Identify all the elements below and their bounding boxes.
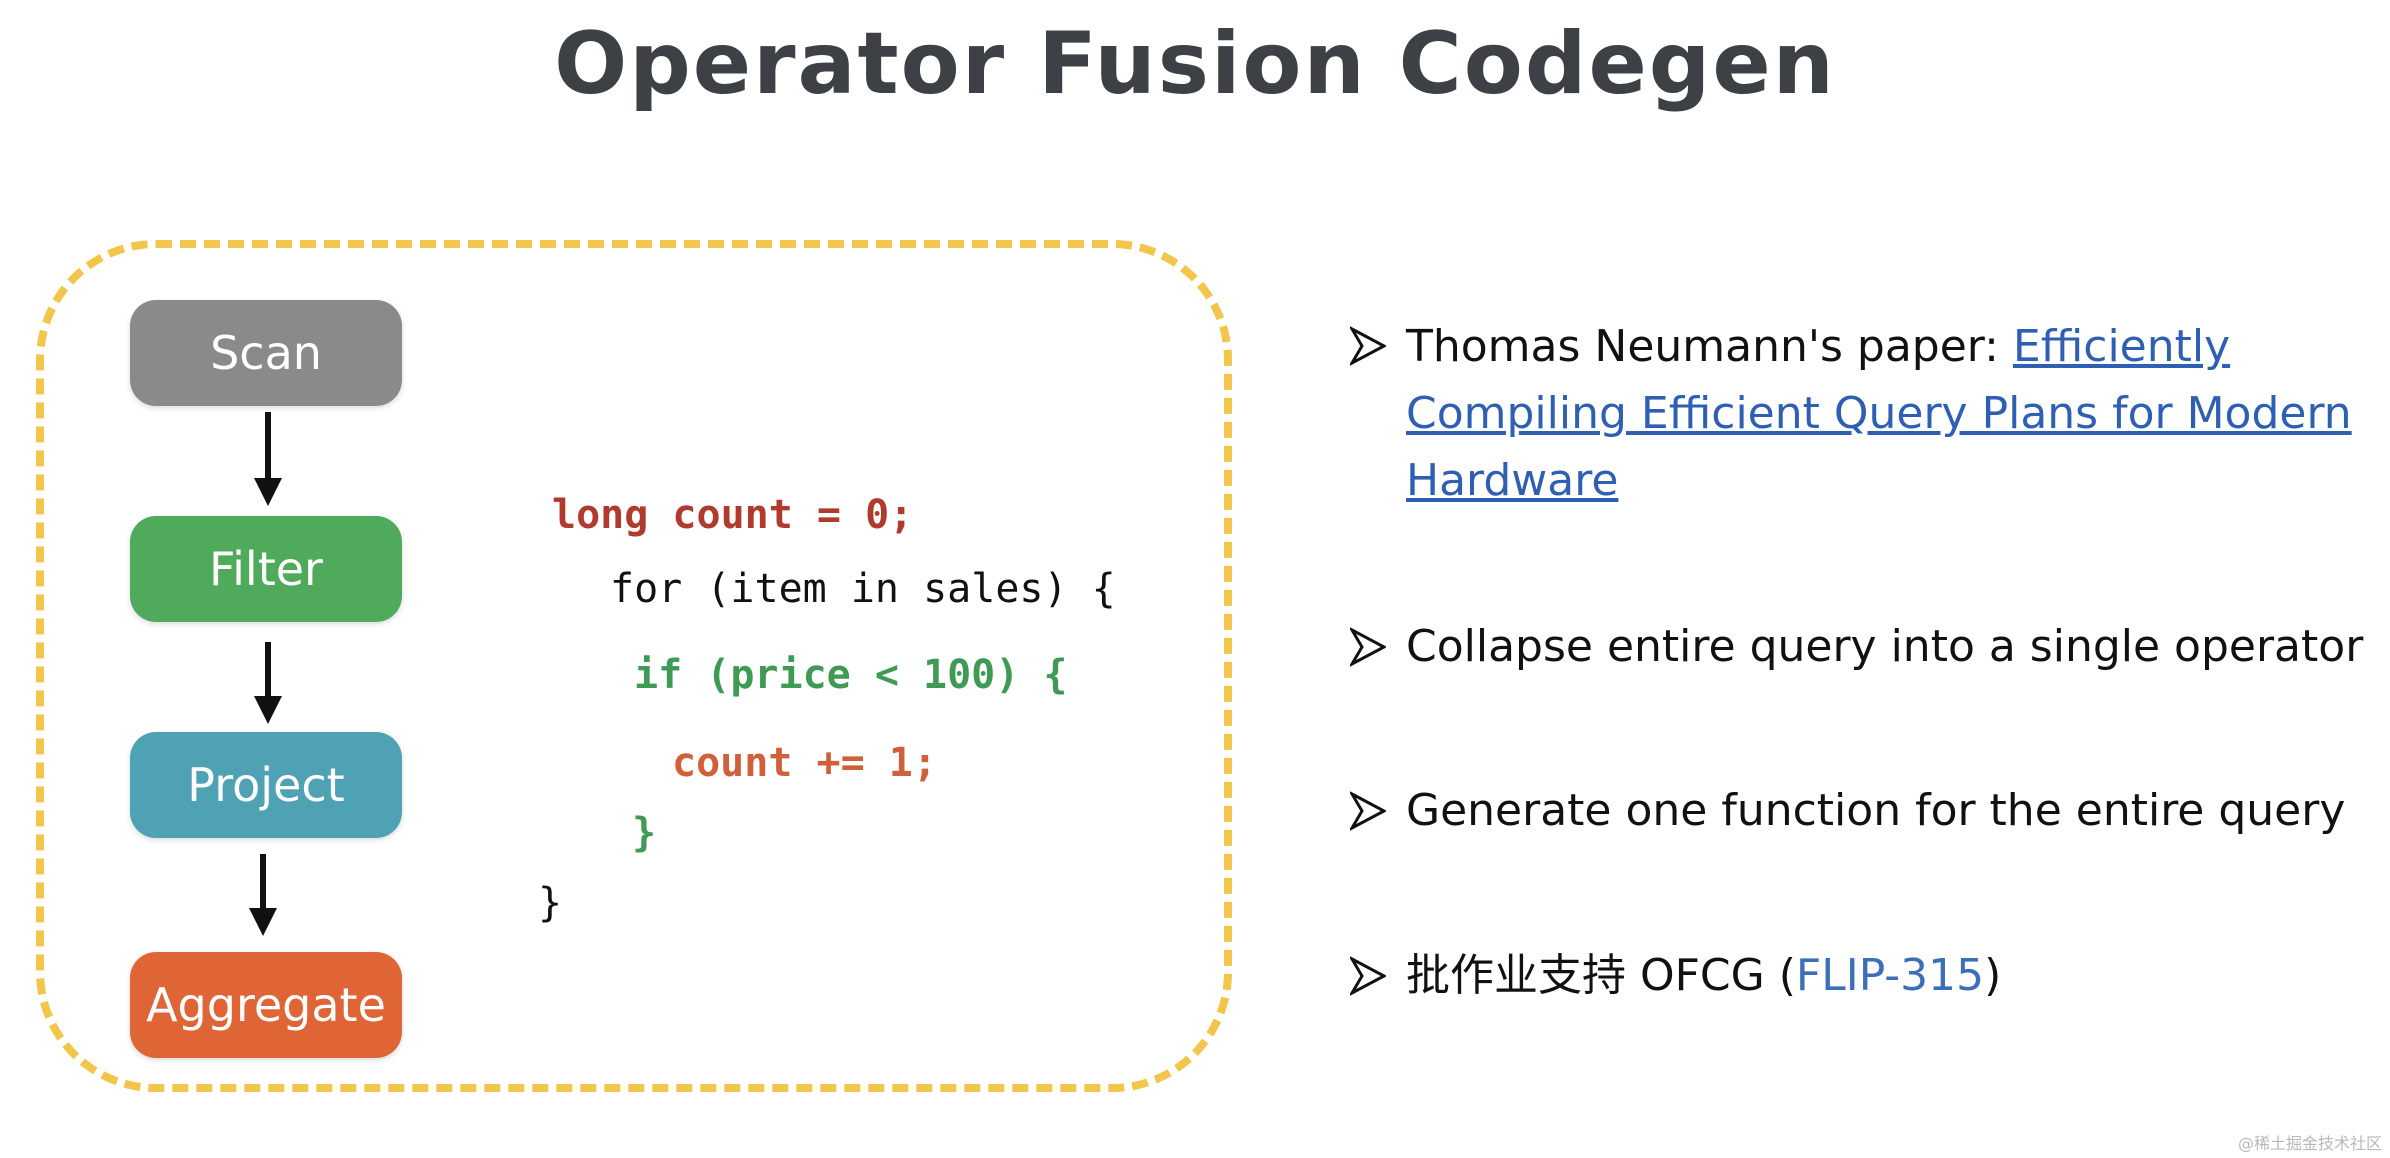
bullet-paper-prefix: Thomas Neumann's paper:: [1406, 321, 2013, 372]
paper-link-part-3[interactable]: Hardware: [1406, 455, 1619, 506]
arrow-down-icon: [254, 412, 282, 506]
watermark: @稀土掘金技术社区: [2237, 1134, 2382, 1153]
fusion-dashed-frame: [36, 240, 1232, 1092]
arrowhead-bullet-icon: [1350, 791, 1386, 831]
bullet-collapse: Collapse entire query into a single oper…: [1406, 621, 2364, 672]
project-operator-box: Project: [130, 732, 402, 838]
code-line-1: long count = 0;: [552, 492, 914, 538]
code-line-3: if (price < 100) {: [634, 652, 1068, 698]
arrow-down-icon: [254, 642, 282, 724]
filter-operator-box: Filter: [130, 516, 402, 622]
aggregate-operator-box: Aggregate: [130, 952, 402, 1058]
bullet-batch-ofcg: 批作业支持 OFCG (FLIP-315): [1406, 942, 2001, 1009]
bullet-batch-suffix: ): [1984, 950, 2002, 1001]
flip-315-link[interactable]: FLIP-315: [1795, 950, 1985, 1001]
scan-operator-box: Scan: [130, 300, 402, 406]
bullet-batch-prefix: 批作业支持 OFCG (: [1406, 950, 1796, 1001]
arrowhead-bullet-icon: [1350, 326, 1386, 366]
arrowhead-bullet-icon: [1350, 956, 1386, 996]
slide-title: Operator Fusion Codegen: [554, 14, 1836, 114]
code-line-6: }: [538, 880, 563, 926]
code-line-2: for (item in sales) {: [610, 566, 1116, 612]
paper-link-part-2[interactable]: Compiling Efficient Query Plans for Mode…: [1406, 388, 2352, 439]
arrow-down-icon: [249, 854, 277, 936]
code-line-5: }: [632, 810, 657, 856]
bullet-generate: Generate one function for the entire que…: [1406, 785, 2346, 836]
arrowhead-bullet-icon: [1350, 627, 1386, 667]
paper-link-part-1[interactable]: Efficiently: [2012, 321, 2231, 372]
code-line-4: count += 1;: [672, 740, 937, 786]
